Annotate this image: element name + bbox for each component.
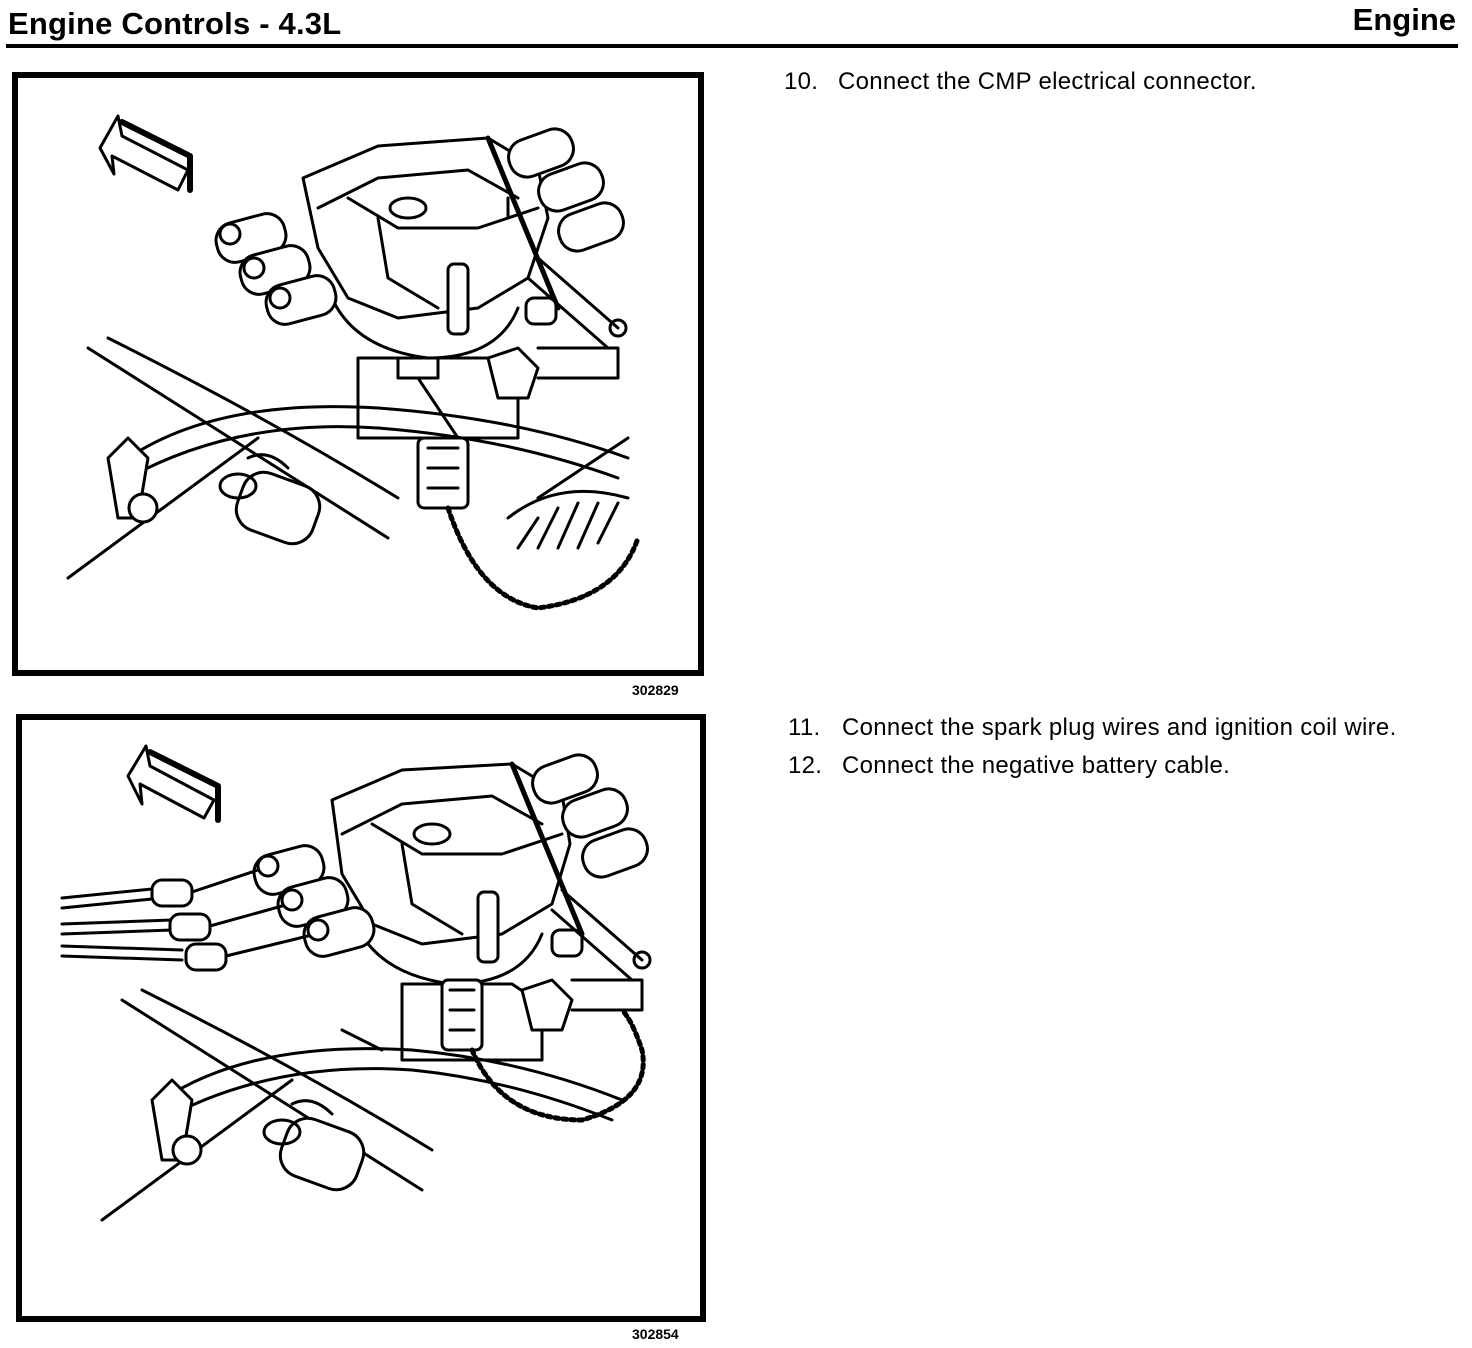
cap-terminals-left [214,212,338,326]
figure-spark-plug-wires [16,714,706,1322]
steps-group-2: 11. Connect the spark plug wires and ign… [788,712,1402,782]
step-item: 10. Connect the CMP electrical connector… [784,66,1398,98]
step-number: 10. [784,68,819,95]
step-number: 12. [788,752,823,779]
distributor-cap [330,762,572,986]
step-item: 12. Connect the negative battery cable. [788,750,1402,782]
figure-cmp-connector [12,72,704,676]
direction-arrow-icon [98,114,193,193]
spark-plug-wires [60,844,376,972]
direction-arrow-icon [126,744,221,823]
step-item: 11. Connect the spark plug wires and ign… [788,712,1402,744]
header-rule [6,44,1458,48]
step-text: Connect the negative battery cable. [842,752,1231,779]
cmp-connector [396,356,641,611]
distributor-cap [301,136,550,360]
cmp-connector [440,978,646,1123]
distributor-illustration-2 [60,744,652,1222]
sensor-body [218,453,322,546]
distributor-illustration-1 [66,114,641,611]
step-text: Connect the spark plug wires and ignitio… [842,714,1397,741]
cap-terminals-right [485,127,625,311]
step-text: Connect the CMP electrical connector. [838,68,1257,95]
figure-number: 302829 [632,682,679,698]
cap-terminals-right [509,753,649,937]
page-title: Engine Controls - 4.3L [8,6,342,41]
sensor-body [262,1099,366,1192]
figure-number: 302854 [632,1326,679,1342]
section-title: Engine [1352,2,1456,37]
steps-group-1: 10. Connect the CMP electrical connector… [784,66,1398,98]
step-number: 11. [788,714,821,741]
